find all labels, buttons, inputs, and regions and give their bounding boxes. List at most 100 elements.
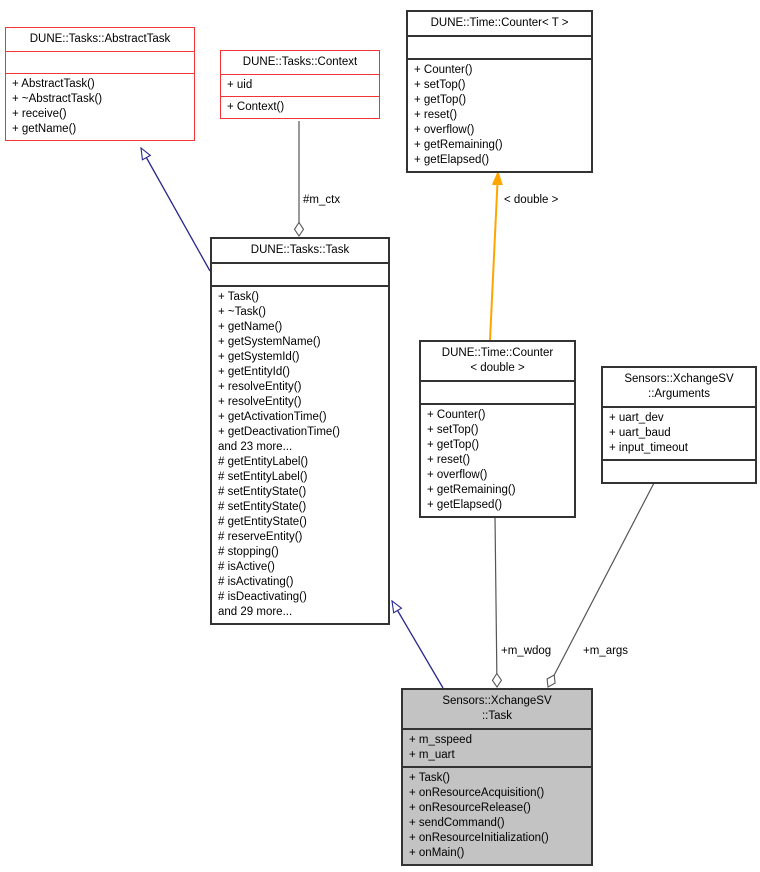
member-row: + getEntityId() [218, 366, 290, 378]
class-title: DUNE::Tasks::Task [212, 239, 388, 262]
class-attributes-section: + uid [221, 74, 379, 96]
class-title-line: Sensors::XchangeSV [624, 373, 734, 385]
member-row: # isActivating() [218, 576, 294, 588]
class-title: DUNE::Time::Counter< T > [408, 12, 591, 35]
member-row: + sendCommand() [409, 817, 505, 829]
member-row: + getElapsed() [427, 499, 503, 511]
member-row: # stopping() [218, 546, 279, 558]
class-methods-section: + Task() + onResourceAcquisition() + onRes… [403, 766, 591, 864]
class-box-arguments[interactable]: Sensors::XchangeSV::Arguments + uart_dev… [601, 366, 757, 484]
edge-label-template-double: < double > [504, 194, 559, 206]
member-row: and 23 more... [218, 441, 293, 453]
member-row: # getEntityLabel() [218, 456, 309, 468]
edge-template-instance-counter-double-to-counter-t [489, 172, 498, 341]
class-title-line: DUNE::Tasks::Task [250, 244, 350, 256]
edge-inheritance-xchangetask-to-task [391, 599, 444, 689]
member-row: + getSystemId() [218, 351, 300, 363]
member-row: + uart_dev [609, 412, 664, 424]
member-row: + reset() [427, 454, 471, 466]
member-row: and 29 more... [218, 606, 293, 618]
class-attributes-section: + m_sspeed+ m_uart [403, 728, 591, 766]
class-title: DUNE::Time::Counter< double > [421, 342, 574, 380]
class-methods-section: + Context() [221, 96, 379, 118]
member-row: # setEntityLabel() [218, 471, 308, 483]
member-row: + getDeactivationTime() [218, 426, 340, 438]
member-row: # isActive() [218, 561, 275, 573]
member-row: + getTop() [427, 439, 480, 451]
member-row: + onMain() [409, 847, 465, 859]
class-box-abstract_task[interactable]: DUNE::Tasks::AbstractTask + AbstractTask… [5, 27, 195, 141]
class-methods-section: + Counter() + setTop() + getTop() + reset()… [421, 403, 574, 516]
class-attributes-section: + uart_dev + uart_baud + input_timeout [603, 406, 755, 459]
class-methods-section: + Counter() + setTop() + getTop() + reset()… [408, 58, 591, 171]
class-attributes-section [212, 262, 388, 285]
edge-aggregation-counter-double-to-xchangetask-m-wdog [491, 515, 503, 688]
edge-aggregation-arguments-to-xchangetask-m-args [546, 482, 655, 688]
class-title-line: ::Arguments [648, 388, 710, 400]
member-row: + getElapsed() [414, 154, 490, 166]
member-row: + getName() [218, 321, 283, 333]
class-title: DUNE::Tasks::Context [221, 51, 379, 74]
member-row: + setTop() [427, 424, 479, 436]
class-box-counter_t[interactable]: DUNE::Time::Counter< T > + Counter()+ se… [406, 10, 593, 173]
member-row: + uid [227, 79, 253, 91]
member-row: # reserveEntity() [218, 531, 303, 543]
member-row: + onResourceAcquisition() [409, 787, 545, 799]
member-row: + uart_baud [609, 427, 671, 439]
class-methods-section: + Task() + ~Task() + getName() + getSystemN… [212, 285, 388, 623]
member-row: + getActivationTime() [218, 411, 327, 423]
member-row: + getTop() [414, 94, 467, 106]
edge-inheritance-task-to-abstracttask [140, 146, 211, 272]
member-row: + overflow() [414, 124, 475, 136]
class-title-line: < double > [470, 362, 525, 374]
member-row: + onResourceInitialization() [409, 832, 549, 844]
class-title-line: DUNE::Tasks::Context [242, 56, 358, 68]
member-row: + getRemaining() [414, 139, 503, 151]
member-row: + getName() [12, 123, 77, 135]
class-title: DUNE::Tasks::AbstractTask [6, 28, 194, 51]
member-row: + ~Task() [218, 306, 266, 318]
class-title: Sensors::XchangeSV::Arguments [603, 368, 755, 406]
member-row: + Context() [227, 101, 285, 113]
member-row: + resolveEntity() [218, 396, 302, 408]
class-title-line: Sensors::XchangeSV [442, 695, 552, 707]
member-row: + Counter() [414, 64, 473, 76]
class-title-line: DUNE::Time::Counter< T > [430, 17, 569, 29]
member-row: # isDeactivating() [218, 591, 307, 603]
member-row: + Task() [218, 291, 260, 303]
class-attributes-section [6, 51, 194, 73]
class-title-line: DUNE::Time::Counter [441, 347, 554, 359]
class-title-line: DUNE::Tasks::AbstractTask [29, 33, 171, 45]
class-attributes-section [421, 380, 574, 403]
member-row: + setTop() [414, 79, 466, 91]
member-row: + input_timeout [609, 442, 688, 454]
class-methods-section [603, 459, 755, 482]
member-row: + resolveEntity() [218, 381, 302, 393]
class-box-task[interactable]: DUNE::Tasks::Task + Task()+ ~Task()+ get… [210, 237, 390, 625]
member-row: # setEntityState() [218, 501, 307, 513]
class-title-line: ::Task [481, 710, 513, 722]
class-box-counter_double[interactable]: DUNE::Time::Counter< double > + Counter(… [419, 340, 576, 518]
member-row: + getRemaining() [427, 484, 516, 496]
member-row: + receive() [12, 108, 67, 120]
edge-label-m-ctx: #m_ctx [303, 194, 341, 206]
class-box-context[interactable]: DUNE::Tasks::Context + uid + Context() [220, 50, 380, 119]
member-row: + overflow() [427, 469, 488, 481]
class-box-xchange_task[interactable]: Sensors::XchangeSV::Task + m_sspeed+ m_u… [401, 688, 593, 866]
edge-label-m-wdog: +m_wdog [501, 645, 552, 657]
member-row: + getSystemName() [218, 336, 321, 348]
member-row: + m_sspeed [409, 734, 472, 746]
member-row: # setEntityState() [218, 486, 307, 498]
class-attributes-section [408, 35, 591, 58]
member-row: # getEntityState() [218, 516, 307, 528]
member-row: + reset() [414, 109, 458, 121]
class-title: Sensors::XchangeSV::Task [403, 690, 591, 728]
member-row: + ~AbstractTask() [12, 93, 103, 105]
member-row: + AbstractTask() [12, 78, 95, 90]
member-row: + Task() [409, 772, 451, 784]
edge-label-m-args: +m_args [583, 645, 629, 657]
member-row: + Counter() [427, 409, 486, 421]
member-row: + onResourceRelease() [409, 802, 531, 814]
